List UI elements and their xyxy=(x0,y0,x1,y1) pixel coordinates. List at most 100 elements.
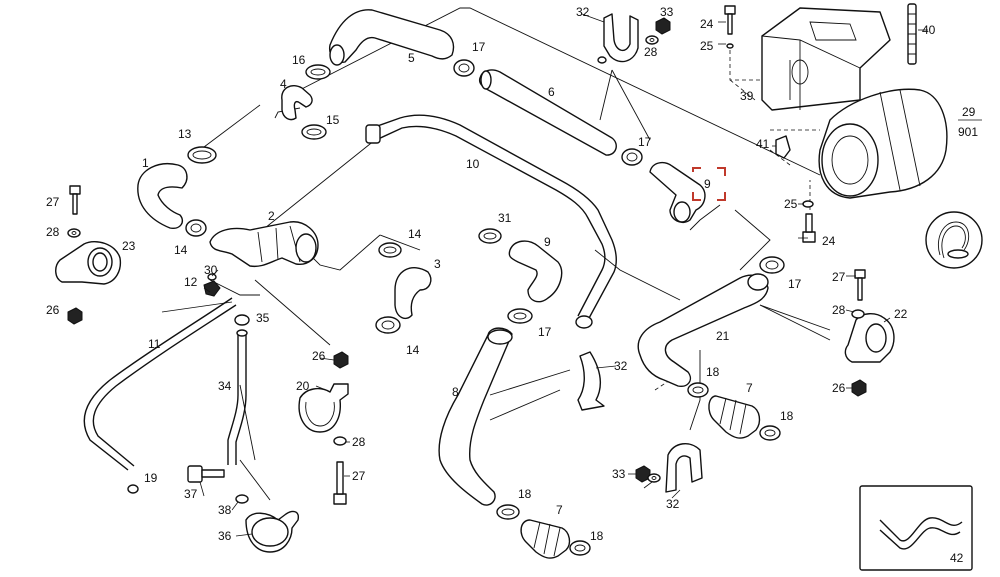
heater-box-part-39[interactable] xyxy=(761,7,891,111)
label-9a: 9 xyxy=(704,177,711,191)
ring-35 xyxy=(234,314,250,326)
label-32a: 32 xyxy=(576,5,590,19)
clamp-part-36[interactable] xyxy=(245,510,300,553)
coupler-part-7-right[interactable] xyxy=(708,395,761,439)
clamp-17d xyxy=(507,308,533,324)
label-17a: 17 xyxy=(472,40,486,54)
label-13: 13 xyxy=(178,127,192,141)
label-14c: 14 xyxy=(406,343,420,357)
fitting-part-41[interactable] xyxy=(775,135,791,159)
washer-28a xyxy=(645,35,659,45)
label-7a: 7 xyxy=(746,381,753,395)
clamp-13 xyxy=(187,146,217,164)
clamp-31 xyxy=(478,228,502,244)
clamp-17a xyxy=(453,59,475,77)
rod-part-40[interactable] xyxy=(907,3,917,65)
label-24a: 24 xyxy=(700,17,714,31)
washer-25a xyxy=(726,43,734,49)
pipe-part-11[interactable] xyxy=(83,297,237,471)
label-901: 901 xyxy=(958,125,978,139)
blower-unit-part-29[interactable] xyxy=(818,88,948,199)
washer-25b xyxy=(802,200,814,208)
label-26a: 26 xyxy=(46,303,60,317)
hose-part-21[interactable] xyxy=(637,273,769,387)
bracket-part-32-mid[interactable] xyxy=(577,351,605,411)
clamp-16 xyxy=(305,64,331,80)
washer-28d xyxy=(851,309,865,319)
label-15: 15 xyxy=(326,113,340,127)
label-34: 34 xyxy=(218,379,232,393)
hose-part-9-lower[interactable] xyxy=(508,240,563,303)
label-42: 42 xyxy=(950,551,964,565)
coupler-part-7-bottom[interactable] xyxy=(520,519,571,559)
clamp-18b xyxy=(759,425,781,441)
bracket-part-22[interactable] xyxy=(844,313,895,363)
label-28a: 28 xyxy=(46,225,60,239)
washer-28b xyxy=(647,473,661,483)
label-1: 1 xyxy=(142,156,149,170)
label-16: 16 xyxy=(292,53,306,67)
pipe-part-10[interactable] xyxy=(365,114,617,329)
label-24b: 24 xyxy=(822,234,836,248)
clamp-18c xyxy=(496,504,520,520)
label-26c: 26 xyxy=(832,381,846,395)
nut-26a xyxy=(67,307,83,325)
pipe-part-34[interactable] xyxy=(227,329,248,465)
label-33b: 33 xyxy=(612,467,626,481)
hose-part-4[interactable] xyxy=(281,84,313,121)
hose-part-1[interactable] xyxy=(137,163,188,230)
label-11: 11 xyxy=(148,337,161,351)
small-fittings xyxy=(67,17,867,556)
hose-part-3[interactable] xyxy=(394,267,432,320)
clamp-part-20[interactable] xyxy=(298,383,349,433)
washer-28c xyxy=(67,228,81,238)
label-8: 8 xyxy=(452,385,459,399)
hose-part-6[interactable] xyxy=(478,69,617,156)
label-27a: 27 xyxy=(46,195,60,209)
highlight-box xyxy=(692,167,726,201)
bracket-part-32-bottom[interactable] xyxy=(665,443,703,493)
label-17d: 17 xyxy=(538,325,552,339)
label-18d: 18 xyxy=(590,529,604,543)
bolts xyxy=(69,5,866,505)
label-26b: 26 xyxy=(312,349,326,363)
clamp-14a xyxy=(185,219,207,237)
ring-30 xyxy=(207,273,217,281)
label-28d: 28 xyxy=(352,435,366,449)
hose-part-5[interactable] xyxy=(329,9,455,66)
label-7b: 7 xyxy=(556,503,563,517)
label-17c: 17 xyxy=(788,277,802,291)
label-leaders xyxy=(161,13,982,537)
label-25a: 25 xyxy=(700,39,714,53)
label-22: 22 xyxy=(894,307,908,321)
label-4: 4 xyxy=(280,77,287,91)
bracket-part-23[interactable] xyxy=(55,240,122,285)
bracket-part-32-top[interactable] xyxy=(597,13,639,64)
nut-26c xyxy=(333,351,349,369)
label-6: 6 xyxy=(548,85,555,99)
seal-detail xyxy=(925,211,983,269)
label-39: 39 xyxy=(740,89,754,103)
label-9b: 9 xyxy=(544,235,551,249)
hose-part-2[interactable] xyxy=(209,221,319,268)
label-31: 31 xyxy=(498,211,512,225)
label-28b: 28 xyxy=(644,45,658,59)
label-36: 36 xyxy=(218,529,232,543)
label-18a: 18 xyxy=(706,365,720,379)
label-25b: 25 xyxy=(784,197,798,211)
label-37: 37 xyxy=(184,487,198,501)
label-21: 21 xyxy=(716,329,730,343)
label-2: 2 xyxy=(268,209,275,223)
inset-box-42 xyxy=(859,485,973,571)
reference-lines xyxy=(199,7,831,501)
label-14b: 14 xyxy=(408,227,422,241)
nut-26b xyxy=(851,379,867,397)
clamp-18d xyxy=(569,540,591,556)
label-29: 29 xyxy=(962,105,976,119)
hose-part-9-upper[interactable] xyxy=(649,161,706,224)
label-33a: 33 xyxy=(660,5,674,19)
clamp-17b xyxy=(621,148,643,166)
hose-part-8[interactable] xyxy=(438,327,513,506)
